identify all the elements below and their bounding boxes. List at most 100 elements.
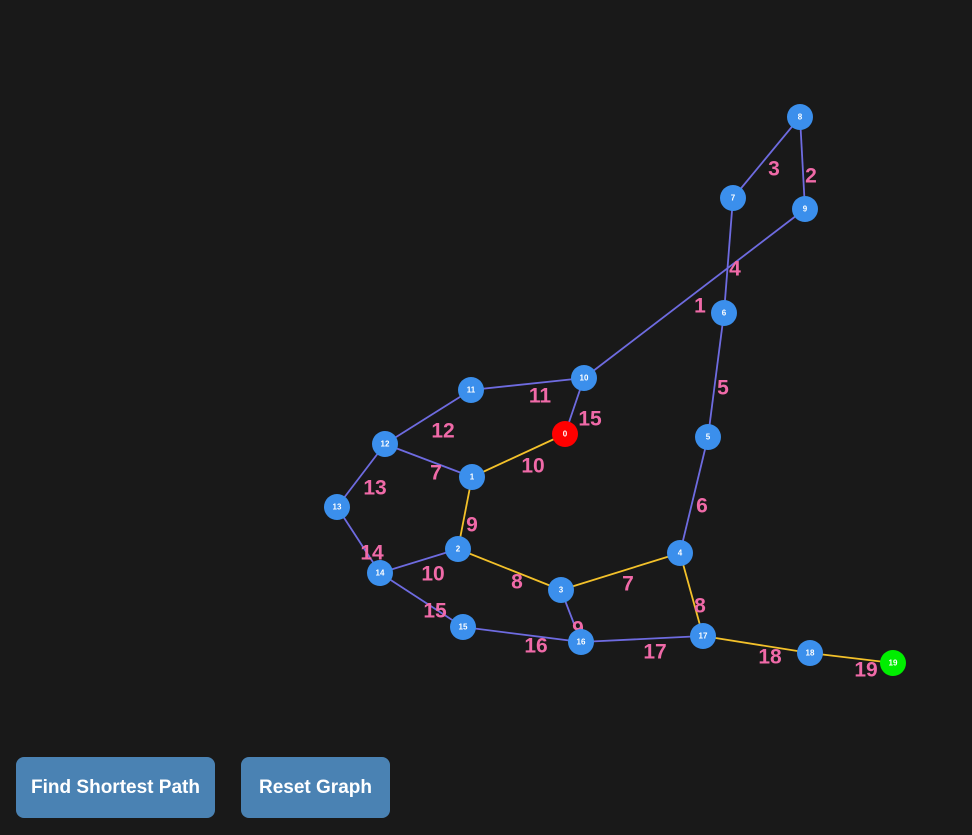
edge-4-17 [679, 552, 704, 637]
node-18[interactable]: 18 [797, 640, 823, 666]
node-circle[interactable] [372, 431, 398, 457]
node-17[interactable]: 17 [690, 623, 716, 649]
edge-12-13 [336, 443, 386, 508]
node-circle[interactable] [690, 623, 716, 649]
node-3[interactable]: 3 [548, 577, 574, 603]
edge-0-1 [471, 433, 566, 478]
node-2[interactable]: 2 [445, 536, 471, 562]
node-label: 8 [798, 113, 803, 122]
node-circle[interactable] [445, 536, 471, 562]
find-shortest-path-button[interactable]: Find Shortest Path [16, 757, 215, 818]
edge-12-1 [384, 443, 473, 478]
node-label: 10 [580, 374, 589, 383]
node-label: 7 [731, 194, 736, 203]
node-label: 11 [467, 386, 476, 395]
edge-10-11 [470, 377, 585, 391]
edge-14-15 [379, 572, 464, 628]
edge-5-6 [707, 312, 725, 438]
node-4[interactable]: 4 [667, 540, 693, 566]
node-14[interactable]: 14 [367, 560, 393, 586]
node-circle[interactable] [552, 421, 578, 447]
node-16[interactable]: 16 [568, 629, 594, 655]
node-0[interactable]: 0 [552, 421, 578, 447]
node-9[interactable]: 9 [792, 196, 818, 222]
node-6[interactable]: 6 [711, 300, 737, 326]
edge-weight-6-7: 4 [729, 258, 741, 281]
edge-8-9 [799, 116, 806, 210]
edge-weight-15-16: 16 [524, 635, 547, 658]
edge-weight-0-1: 10 [521, 455, 544, 478]
edge-weight-12-1: 7 [430, 462, 442, 485]
node-5[interactable]: 5 [695, 424, 721, 450]
node-label: 4 [678, 549, 683, 558]
node-label: 5 [706, 433, 711, 442]
node-label: 19 [889, 659, 898, 668]
node-label: 3 [559, 586, 564, 595]
node-label: 1 [470, 473, 475, 482]
edge-weight-4-5: 6 [696, 495, 708, 518]
edge-4-5 [679, 436, 709, 554]
edge-weight-5-6: 5 [717, 377, 729, 400]
edge-14-2 [379, 548, 459, 574]
node-circle[interactable] [720, 185, 746, 211]
node-13[interactable]: 13 [324, 494, 350, 520]
node-circle[interactable] [459, 464, 485, 490]
node-label: 0 [563, 430, 568, 439]
node-11[interactable]: 11 [458, 377, 484, 403]
edge-18-19 [809, 652, 894, 664]
node-label: 12 [381, 440, 390, 449]
edge-3-4 [560, 552, 681, 591]
edge-weight-16-17: 17 [643, 641, 666, 664]
node-circle[interactable] [797, 640, 823, 666]
node-label: 9 [803, 205, 808, 214]
node-19[interactable]: 19 [880, 650, 906, 676]
node-label: 16 [577, 638, 586, 647]
node-10[interactable]: 10 [571, 365, 597, 391]
node-circle[interactable] [792, 196, 818, 222]
node-circle[interactable] [695, 424, 721, 450]
edge-weights-layer: 10 9 8 7 8 18 19 6 5 4 3 2 11 5 11 12 7 1 3 14 10 15 16 17 9 [360, 158, 877, 682]
node-7[interactable]: 7 [720, 185, 746, 211]
node-circle[interactable] [568, 629, 594, 655]
node-label: 15 [459, 623, 468, 632]
node-15[interactable]: 15 [450, 614, 476, 640]
edge-7-8 [732, 116, 801, 199]
node-circle[interactable] [880, 650, 906, 676]
edge-weight-17-18: 18 [758, 646, 782, 669]
edge-15-16 [462, 626, 582, 643]
node-circle[interactable] [450, 614, 476, 640]
edge-weight-14-2: 10 [421, 563, 444, 586]
node-circle[interactable] [324, 494, 350, 520]
edge-weight-14-15: 15 [423, 600, 447, 623]
node-circle[interactable] [667, 540, 693, 566]
edge-weight-10-0: 15 [578, 408, 602, 431]
node-12[interactable]: 12 [372, 431, 398, 457]
node-label: 14 [376, 569, 385, 578]
edge-16-17 [580, 635, 704, 643]
edge-weight-4-17: 8 [694, 595, 706, 618]
edge-weight-2-3: 8 [511, 571, 523, 594]
node-circle[interactable] [787, 104, 813, 130]
node-label: 17 [699, 632, 708, 641]
node-label: 2 [456, 545, 461, 554]
node-circle[interactable] [548, 577, 574, 603]
node-circle[interactable] [571, 365, 597, 391]
node-circle[interactable] [711, 300, 737, 326]
node-8[interactable]: 8 [787, 104, 813, 130]
edge-9-10 [583, 208, 806, 379]
edge-6-7 [723, 197, 734, 314]
node-label: 13 [333, 503, 342, 512]
edge-weight-10-11: 11 [529, 385, 552, 408]
edge-weight-1-2: 9 [466, 514, 478, 537]
edge-17-18 [702, 635, 811, 654]
reset-graph-button[interactable]: Reset Graph [241, 757, 390, 818]
node-circle[interactable] [367, 560, 393, 586]
edge-weight-3-16: 9 [572, 618, 584, 641]
edge-weight-18-19: 19 [854, 659, 877, 682]
node-1[interactable]: 1 [459, 464, 485, 490]
edge-weight-7-8: 3 [768, 158, 780, 181]
node-circle[interactable] [458, 377, 484, 403]
edge-weight-8-9: 2 [805, 165, 817, 188]
